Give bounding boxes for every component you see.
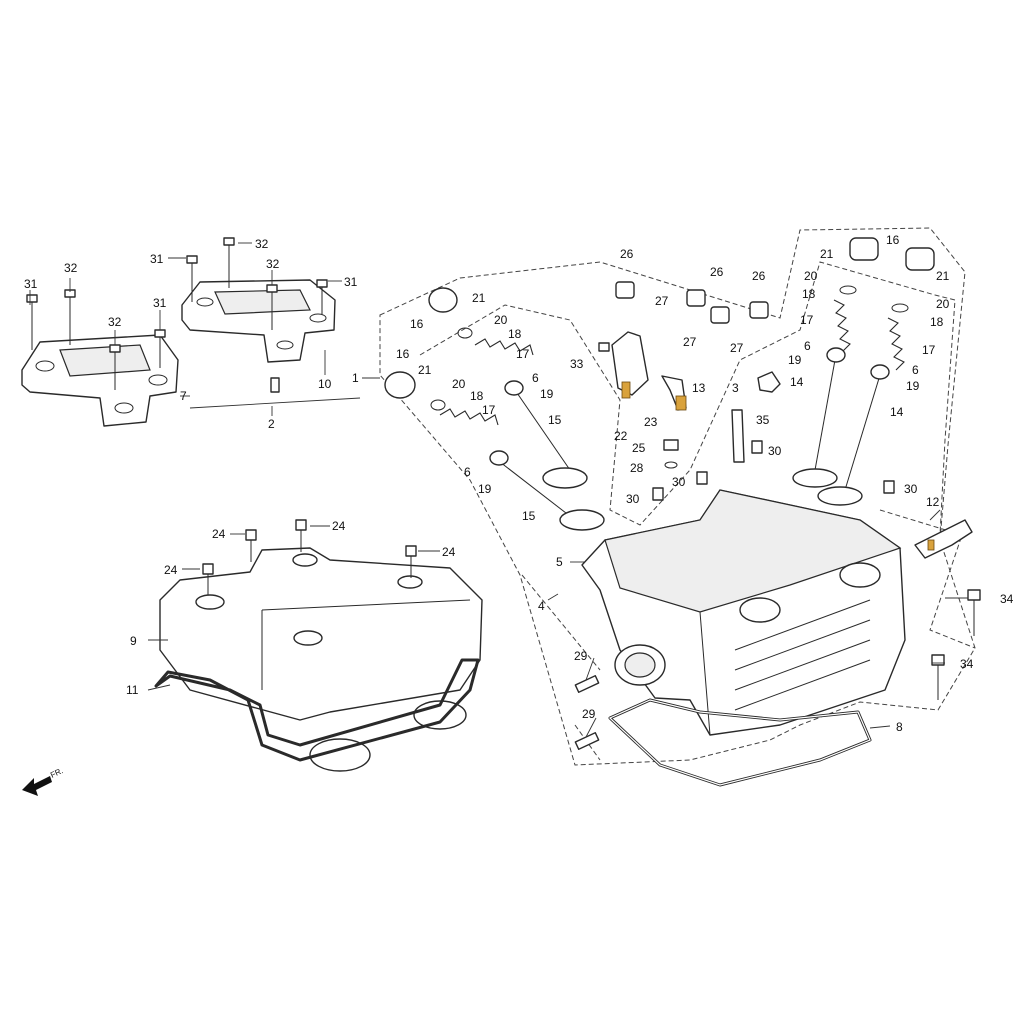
label-6: 6	[532, 371, 539, 385]
leader-lines	[29, 242, 968, 738]
label-19: 19	[478, 482, 492, 496]
label-17: 17	[800, 313, 814, 327]
label-26: 26	[752, 269, 766, 283]
label-3: 3	[732, 381, 739, 395]
rocker-holder-right[interactable]	[181, 279, 336, 393]
label-17: 17	[516, 347, 530, 361]
label-20: 20	[452, 377, 466, 391]
label-19: 19	[540, 387, 554, 401]
label-35: 35	[756, 413, 770, 427]
head-gasket[interactable]	[608, 698, 872, 787]
part-number-labels: 31 32 32 31 31 32 32 31 7 2 10 1 9 11 24…	[24, 233, 1014, 734]
label-30: 30	[904, 482, 918, 496]
label-16: 16	[396, 347, 410, 361]
label-21: 21	[418, 363, 432, 377]
label-14: 14	[790, 375, 804, 389]
label-6: 6	[464, 465, 471, 479]
label-20: 20	[804, 269, 818, 283]
label-19: 19	[906, 379, 920, 393]
label-16: 16	[410, 317, 424, 331]
label-15: 15	[522, 509, 536, 523]
label-16: 16	[886, 233, 900, 247]
label-32: 32	[108, 315, 122, 329]
label-15: 15	[548, 413, 562, 427]
label-23: 23	[644, 415, 658, 429]
label-34: 34	[1000, 592, 1014, 606]
front-direction-arrow-icon	[22, 776, 52, 796]
label-10: 10	[318, 377, 332, 391]
label-24: 24	[442, 545, 456, 559]
label-27: 27	[655, 294, 669, 308]
label-26: 26	[620, 247, 634, 261]
front-marker-label: FR.	[49, 766, 64, 780]
label-17: 17	[482, 403, 496, 417]
label-6: 6	[912, 363, 919, 377]
label-24: 24	[164, 563, 178, 577]
label-28: 28	[630, 461, 644, 475]
label-4: 4	[538, 599, 545, 613]
label-14: 14	[890, 405, 904, 419]
label-30: 30	[672, 475, 686, 489]
label-13: 13	[692, 381, 706, 395]
front-direction-marker: FR.	[22, 766, 65, 796]
label-18: 18	[470, 389, 484, 403]
label-20: 20	[494, 313, 508, 327]
label-21: 21	[472, 291, 486, 305]
label-5: 5	[556, 555, 563, 569]
label-24: 24	[212, 527, 226, 541]
valve-train-left[interactable]	[384, 287, 605, 531]
label-27: 27	[730, 341, 744, 355]
label-32: 32	[266, 257, 280, 271]
label-29: 29	[582, 707, 596, 721]
assembly-outlines	[379, 227, 976, 766]
dowel-pins[interactable]	[574, 675, 600, 750]
head-bolts[interactable]	[931, 589, 981, 700]
label-9: 9	[130, 634, 137, 648]
rocker-holder-bolts[interactable]	[26, 237, 328, 390]
label-31: 31	[153, 296, 167, 310]
label-19: 19	[788, 353, 802, 367]
label-27: 27	[683, 335, 697, 349]
label-32: 32	[255, 237, 269, 251]
label-22: 22	[614, 429, 628, 443]
label-30: 30	[626, 492, 640, 506]
label-31: 31	[150, 252, 164, 266]
label-33: 33	[570, 357, 584, 371]
label-18: 18	[802, 287, 816, 301]
temperature-sensor[interactable]	[914, 519, 973, 559]
label-32: 32	[64, 261, 78, 275]
label-18: 18	[930, 315, 944, 329]
cover-bolts[interactable]	[202, 519, 417, 595]
label-6: 6	[804, 339, 811, 353]
label-12: 12	[926, 495, 940, 509]
rocker-holder-left[interactable]	[21, 334, 179, 427]
cylinder-head[interactable]	[581, 489, 906, 736]
label-24: 24	[332, 519, 346, 533]
cylinder-head-cover[interactable]	[159, 547, 483, 772]
label-21: 21	[820, 247, 834, 261]
label-25: 25	[632, 441, 646, 455]
label-7: 7	[180, 389, 187, 403]
small-parts[interactable]	[598, 281, 895, 501]
label-34: 34	[960, 657, 974, 671]
label-1: 1	[352, 371, 359, 385]
cover-gasket[interactable]	[154, 658, 480, 762]
label-31: 31	[24, 277, 38, 291]
label-2: 2	[268, 417, 275, 431]
label-21: 21	[936, 269, 950, 283]
label-26: 26	[710, 265, 724, 279]
label-20: 20	[936, 297, 950, 311]
label-29: 29	[574, 649, 588, 663]
label-18: 18	[508, 327, 522, 341]
valve-train-right[interactable]	[792, 237, 935, 506]
label-11: 11	[126, 683, 139, 697]
label-31: 31	[344, 275, 358, 289]
label-30: 30	[768, 444, 782, 458]
label-8: 8	[896, 720, 903, 734]
label-17: 17	[922, 343, 936, 357]
